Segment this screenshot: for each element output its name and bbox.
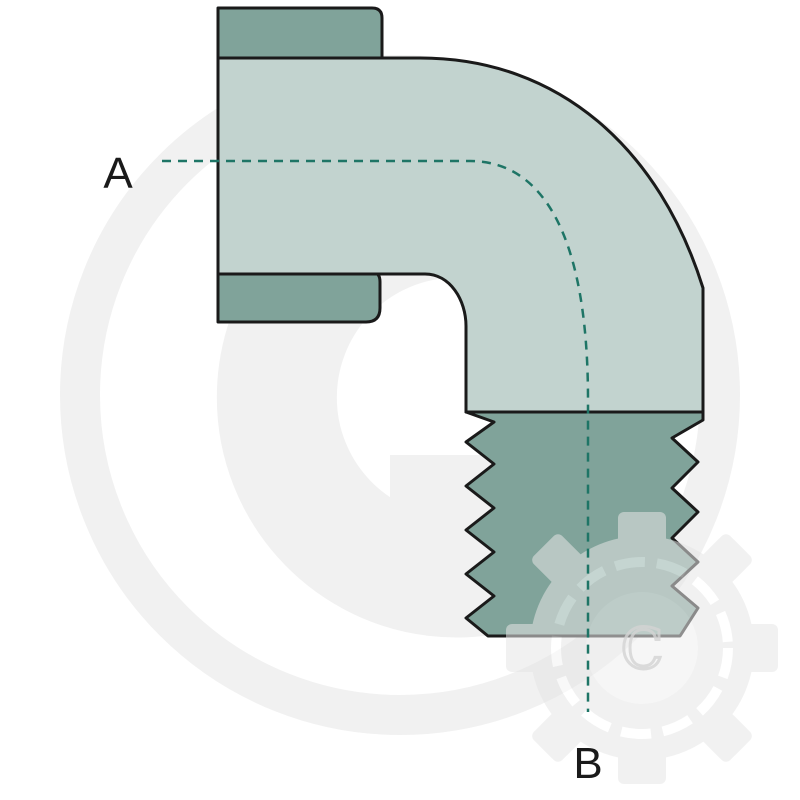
watermark-letter: C (621, 617, 664, 682)
flow-path-a-to-b (162, 159, 590, 712)
port-label-b: B (573, 739, 602, 788)
watermark-gear-icon (506, 512, 778, 784)
elbow-body (216, 56, 705, 414)
port-label-a: A (103, 149, 133, 198)
upper-nut (216, 6, 384, 62)
lower-nut (216, 270, 382, 324)
